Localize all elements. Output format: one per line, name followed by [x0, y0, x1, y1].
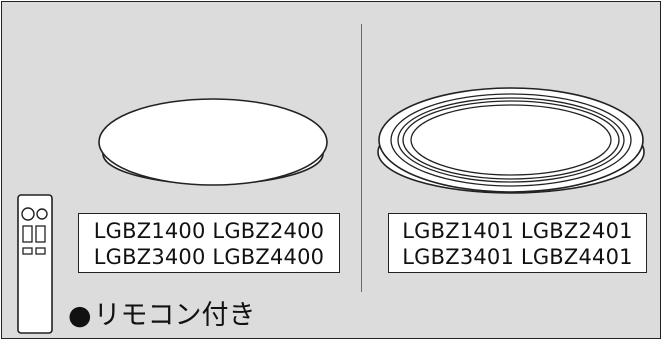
model-list-row: LGBZ3400 LGBZ4400 — [93, 245, 325, 269]
model-list-box-plain: LGBZ1400 LGBZ2400 LGBZ3400 LGBZ4400 — [78, 213, 340, 273]
model-list-box-ring: LGBZ1401 LGBZ2401 LGBZ3401 LGBZ4401 — [388, 213, 647, 273]
model-list-row: LGBZ3401 LGBZ4401 — [402, 245, 633, 269]
panel-divider — [361, 24, 362, 292]
ceiling-light-ring-illustration — [377, 87, 645, 194]
remote-control-icon — [17, 194, 53, 334]
model-list-row: LGBZ1400 LGBZ2400 — [93, 219, 325, 243]
bullet-icon: ● — [68, 300, 92, 331]
remote-included-note: ●リモコン付き — [68, 299, 256, 333]
remote-included-text: リモコン付き — [93, 300, 256, 331]
ceiling-light-plain-illustration — [98, 98, 328, 186]
model-list-row: LGBZ1401 LGBZ2401 — [402, 219, 633, 243]
